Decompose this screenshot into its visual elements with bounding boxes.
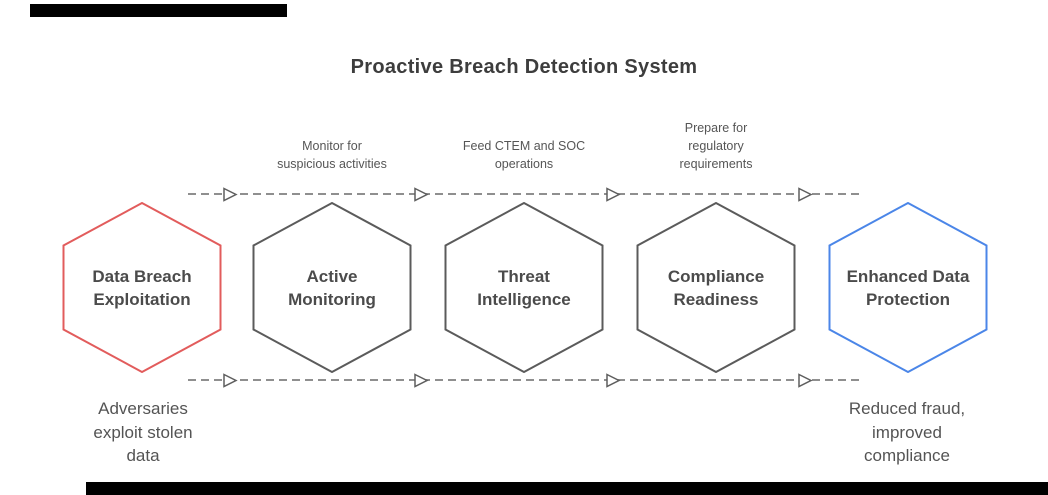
stage-label: Enhanced Data Protection [836, 202, 980, 373]
arrow-label-line: Feed CTEM and SOC [462, 139, 586, 153]
arrow-label-line: operations [494, 157, 554, 171]
flow-line-top [188, 193, 860, 195]
stage-label-line: Exploitation [93, 289, 191, 309]
black-bar-top-left [30, 4, 287, 17]
caption-line: Adversaries [98, 399, 188, 418]
hexagon-shape [62, 202, 222, 373]
arrowhead-icon [798, 187, 813, 202]
arrowhead-icon [414, 373, 429, 388]
hexagon-shape [636, 202, 796, 373]
stage-label: Data Breach Exploitation [70, 202, 214, 373]
arrow-label-line: Monitor for [302, 139, 362, 153]
stage-enhanced-data-protection: Enhanced Data Protection [828, 202, 988, 373]
arrow-label-line: requirements [679, 157, 753, 171]
caption-line: data [126, 446, 160, 465]
stage-label-line: Intelligence [477, 289, 571, 309]
arrow-label-monitor: Monitor for suspicious activities [222, 137, 442, 173]
hexagon-shape [252, 202, 412, 373]
arrow-label-line: regulatory [688, 139, 744, 153]
arrowhead-icon [223, 187, 238, 202]
stage-label-line: Compliance [667, 266, 765, 286]
diagram-title: Proactive Breach Detection System [350, 56, 698, 78]
stage-compliance-readiness: Compliance Readiness [636, 202, 796, 373]
stage-label: Compliance Readiness [644, 202, 788, 373]
caption-line: exploit stolen [93, 422, 193, 442]
arrow-label-prepare: Prepare for regulatory requirements [606, 119, 826, 173]
stage-data-breach-exploitation: Data Breach Exploitation [62, 202, 222, 373]
stage-label: Active Monitoring [260, 202, 404, 373]
stage-active-monitoring: Active Monitoring [252, 202, 412, 373]
caption-line: compliance [864, 446, 950, 465]
arrow-label-line: suspicious activities [277, 157, 387, 171]
arrowhead-icon [606, 187, 621, 202]
stage-label-line: Readiness [673, 289, 759, 309]
caption-reduced-fraud: Reduced fraud, improved compliance [802, 397, 1012, 468]
stage-label: Threat Intelligence [452, 202, 596, 373]
black-bar-bottom [86, 482, 1048, 495]
caption-line: Reduced fraud, [848, 399, 966, 418]
arrowhead-icon [414, 187, 429, 202]
caption-line: improved [872, 422, 942, 442]
flow-line-bottom [188, 379, 860, 381]
arrow-label-line: Prepare for [684, 121, 748, 135]
arrow-label-feed-ctem: Feed CTEM and SOC operations [414, 137, 634, 173]
arrowhead-icon [798, 373, 813, 388]
stage-threat-intelligence: Threat Intelligence [444, 202, 604, 373]
caption-adversaries: Adversaries exploit stolen data [38, 397, 248, 468]
arrowhead-icon [606, 373, 621, 388]
stage-label-line: Monitoring [288, 289, 376, 309]
stage-label-line: Data Breach [92, 266, 192, 286]
hexagon-shape [444, 202, 604, 373]
stage-label-line: Enhanced Data [846, 266, 970, 286]
stage-label-line: Protection [865, 289, 951, 309]
stage-label-line: Active [306, 266, 358, 286]
hexagon-shape [828, 202, 988, 373]
arrowhead-icon [223, 373, 238, 388]
stage-label-line: Threat [498, 266, 550, 286]
